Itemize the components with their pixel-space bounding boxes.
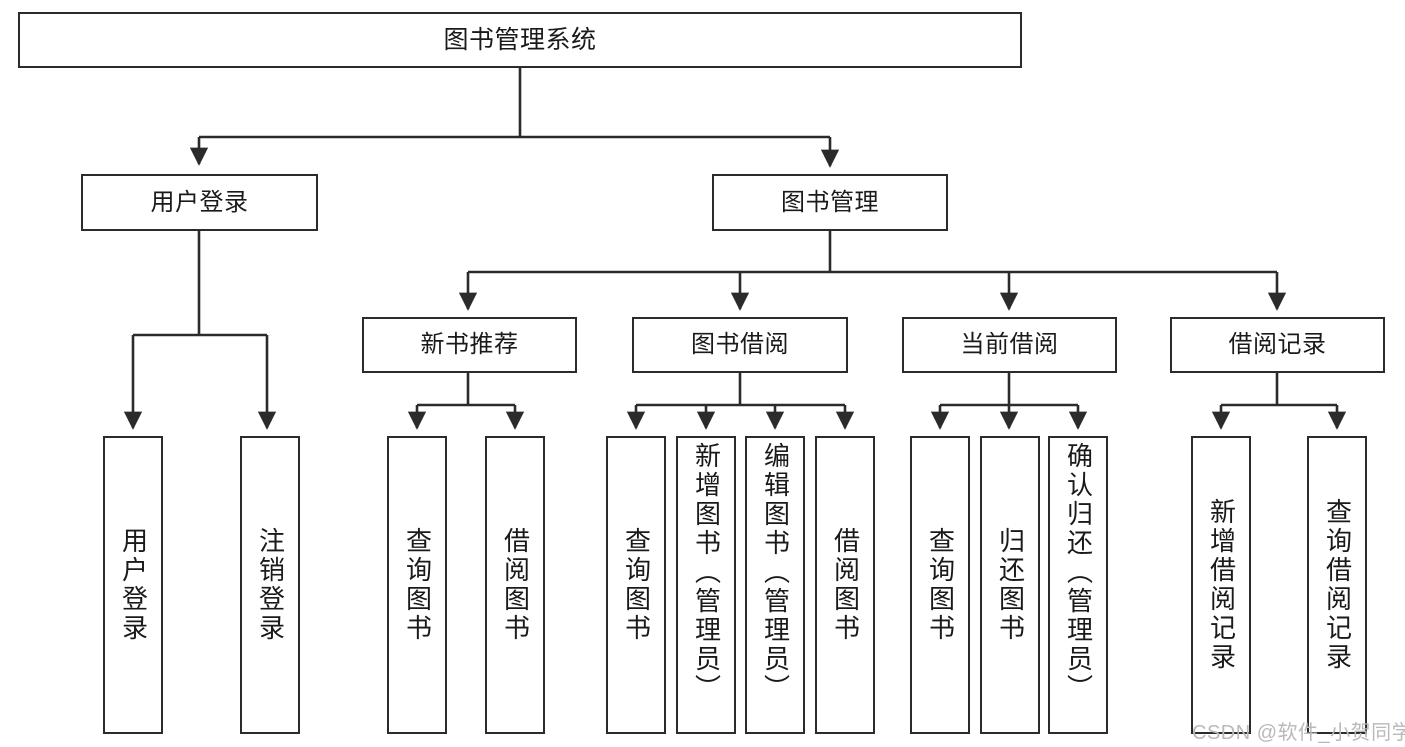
node-book-borrow[interactable]: 图书借阅 <box>632 317 848 373</box>
node-leaf-borrow-book-1-label: 借阅图书 <box>500 527 531 643</box>
node-current-borrow[interactable]: 当前借阅 <box>902 317 1117 373</box>
node-leaf-add-book[interactable]: 新增图书（管理员） <box>676 436 736 734</box>
node-leaf-query-book-1[interactable]: 查询图书 <box>387 436 447 734</box>
node-leaf-add-borrow-record[interactable]: 新增借阅记录 <box>1191 436 1251 734</box>
node-leaf-edit-book-label: 编辑图书（管理员） <box>760 442 791 703</box>
node-new-book-recommend-label: 新书推荐 <box>420 331 519 358</box>
node-leaf-logout-login[interactable]: 注销登录 <box>240 436 300 734</box>
node-root-label: 图书管理系统 <box>443 25 597 54</box>
node-leaf-query-book-1-label: 查询图书 <box>402 527 433 643</box>
node-current-borrow-label: 当前借阅 <box>960 331 1059 358</box>
node-leaf-confirm-return[interactable]: 确认归还（管理员） <box>1048 436 1108 734</box>
node-new-book-recommend[interactable]: 新书推荐 <box>362 317 577 373</box>
node-leaf-return-book-label: 归还图书 <box>995 527 1026 643</box>
node-book-borrow-label: 图书借阅 <box>691 331 789 358</box>
node-user-login-label: 用户登录 <box>150 188 249 216</box>
node-leaf-query-borrow-record[interactable]: 查询借阅记录 <box>1307 436 1367 734</box>
node-leaf-add-book-label: 新增图书（管理员） <box>691 442 722 703</box>
node-leaf-borrow-book-2-label: 借阅图书 <box>830 527 861 643</box>
node-leaf-borrow-book-2[interactable]: 借阅图书 <box>815 436 875 734</box>
node-book-management-label: 图书管理 <box>781 188 879 216</box>
node-leaf-return-book[interactable]: 归还图书 <box>980 436 1040 734</box>
node-leaf-add-borrow-record-label: 新增借阅记录 <box>1206 498 1237 672</box>
node-leaf-query-borrow-record-label: 查询借阅记录 <box>1322 498 1353 672</box>
node-leaf-query-book-2[interactable]: 查询图书 <box>606 436 666 734</box>
node-borrow-record[interactable]: 借阅记录 <box>1170 317 1385 373</box>
node-leaf-confirm-return-label: 确认归还（管理员） <box>1063 442 1094 703</box>
node-leaf-logout-login-label: 注销登录 <box>255 527 286 643</box>
node-leaf-borrow-book-1[interactable]: 借阅图书 <box>485 436 545 734</box>
watermark-text: CSDN @软件_小贺同学 <box>1192 722 1405 744</box>
node-leaf-user-login-label: 用户登录 <box>118 527 149 643</box>
node-book-management[interactable]: 图书管理 <box>712 174 948 231</box>
node-leaf-query-book-3-label: 查询图书 <box>925 527 956 643</box>
node-leaf-query-book-3[interactable]: 查询图书 <box>910 436 970 734</box>
node-leaf-user-login[interactable]: 用户登录 <box>103 436 163 734</box>
node-user-login[interactable]: 用户登录 <box>81 174 318 231</box>
node-leaf-edit-book[interactable]: 编辑图书（管理员） <box>745 436 805 734</box>
node-root-book-management-system[interactable]: 图书管理系统 <box>18 12 1022 68</box>
node-leaf-query-book-2-label: 查询图书 <box>621 527 652 643</box>
node-borrow-record-label: 借阅记录 <box>1228 331 1327 358</box>
